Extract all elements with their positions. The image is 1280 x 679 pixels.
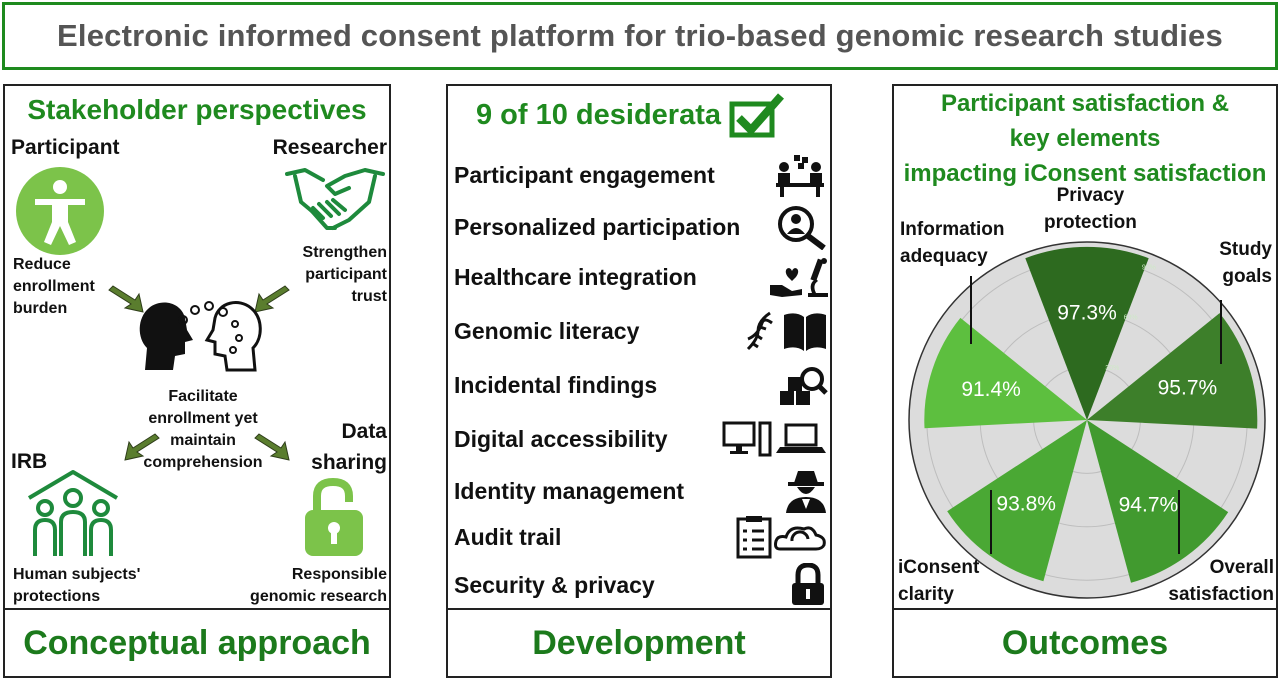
data-sharing-goal: Responsible genomic research xyxy=(250,566,387,605)
desideratum-label: Participant engagement xyxy=(454,161,715,188)
arrow-researcher xyxy=(254,285,290,313)
conceptual-footer: Conceptual approach xyxy=(5,608,389,676)
value-label: 95.7% xyxy=(1158,376,1218,399)
tick-label: 30% xyxy=(1105,365,1119,372)
tick-label: 60% xyxy=(1124,315,1138,322)
desideratum-row: Healthcare integration xyxy=(454,252,828,302)
polar-bar xyxy=(1087,313,1258,429)
researcher-role: Researcher xyxy=(272,136,387,159)
irb-goal: Human subjects' protections xyxy=(13,566,141,605)
polar-bar xyxy=(1087,420,1229,583)
desideratum-row: Audit trail xyxy=(454,512,828,562)
desideratum-label: Digital accessibility xyxy=(454,425,668,452)
outcomes-panel: Participant satisfaction & key elements … xyxy=(892,84,1278,678)
value-label: 93.8% xyxy=(996,493,1056,516)
development-footer-label: Development xyxy=(532,623,746,662)
polar-bar xyxy=(924,317,1087,429)
center-goal: Facilitate enrollment yet maintain compr… xyxy=(143,388,263,471)
dna-book-icon xyxy=(744,308,828,354)
development-footer: Development xyxy=(448,608,830,676)
handshake-icon xyxy=(285,168,385,230)
computer-laptop-icon xyxy=(722,416,828,462)
desideratum-row: Incidental findings xyxy=(454,360,828,410)
desiderata-title: 9 of 10 desiderata xyxy=(476,98,721,131)
care-microscope-icon xyxy=(768,254,828,300)
desideratum-row: Identity management xyxy=(454,466,828,516)
unlock-icon xyxy=(305,478,363,556)
desideratum-label: Healthcare integration xyxy=(454,263,697,290)
desideratum-row: Personalized participation xyxy=(454,202,828,252)
satisfaction-polar-chart: 30% 60% 90% 97.3% 95.7% 94.7% 93.8% 91.4% xyxy=(908,241,1266,599)
participant-role: Participant xyxy=(11,136,120,159)
outcomes-footer: Outcomes xyxy=(894,608,1276,676)
arrow-participant xyxy=(108,285,144,313)
title-banner: Electronic informed consent platform for… xyxy=(2,2,1278,70)
spy-icon xyxy=(768,468,828,514)
accessibility-icon xyxy=(16,167,104,255)
desideratum-row: Digital accessibility xyxy=(454,414,828,464)
desideratum-label: Incidental findings xyxy=(454,371,658,398)
desideratum-row: Security & privacy xyxy=(454,560,828,610)
conceptual-footer-label: Conceptual approach xyxy=(23,623,371,662)
banner-title: Electronic informed consent platform for… xyxy=(57,18,1223,53)
minds-icon xyxy=(139,301,262,372)
arrow-data-sharing xyxy=(254,433,290,461)
conceptual-panel: Stakeholder perspectives Participant Red… xyxy=(3,84,391,678)
value-label: 97.3% xyxy=(1057,302,1117,325)
desideratum-label: Genomic literacy xyxy=(454,317,640,344)
people-group-icon xyxy=(27,470,119,556)
checkbox-icon xyxy=(729,93,784,138)
tick-label: 90% xyxy=(1142,265,1156,272)
desideratum-row: Participant engagement xyxy=(454,150,828,200)
category-label-study-goals: Study goals xyxy=(1219,239,1272,287)
value-label: 94.7% xyxy=(1119,494,1179,517)
irb-role: IRB xyxy=(11,450,48,473)
data-sharing-role: Data sharing xyxy=(311,420,387,474)
label-pointers xyxy=(970,276,1222,554)
participant-goal: Reduce enrollment burden xyxy=(13,256,95,317)
flow-arrows xyxy=(108,285,290,461)
category-label-information: Information adequacy xyxy=(900,219,1005,267)
outcomes-title: Participant satisfaction & key elements … xyxy=(903,90,1267,187)
desiderata-header: 9 of 10 desiderata xyxy=(476,92,785,138)
desideratum-label: Identity management xyxy=(454,477,685,504)
stakeholder-title: Stakeholder perspectives xyxy=(27,94,367,125)
clipboard-cloud-icon xyxy=(736,514,828,560)
lock-icon xyxy=(768,562,828,608)
outcomes-footer-label: Outcomes xyxy=(1001,623,1169,662)
polar-bar xyxy=(1025,246,1149,420)
boxes-magnifier-icon xyxy=(768,362,828,408)
desideratum-row: Genomic literacy xyxy=(454,306,828,356)
team-meeting-icon xyxy=(768,152,828,198)
development-panel: 9 of 10 desiderata Participant engagemen… xyxy=(446,84,832,678)
desideratum-label: Security & privacy xyxy=(454,571,655,598)
category-label-overall: Overall satisfaction xyxy=(1168,557,1274,605)
researcher-goal: Strengthen participant trust xyxy=(302,244,387,305)
category-label-clarity: iConsent clarity xyxy=(898,557,980,605)
arrow-irb xyxy=(124,433,160,461)
desideratum-label: Personalized participation xyxy=(454,213,741,240)
desideratum-label: Audit trail xyxy=(454,523,562,550)
category-label-privacy: Privacy protection xyxy=(1044,185,1137,233)
value-label: 91.4% xyxy=(961,378,1021,401)
person-search-icon xyxy=(768,204,828,250)
polar-bar xyxy=(947,420,1087,582)
